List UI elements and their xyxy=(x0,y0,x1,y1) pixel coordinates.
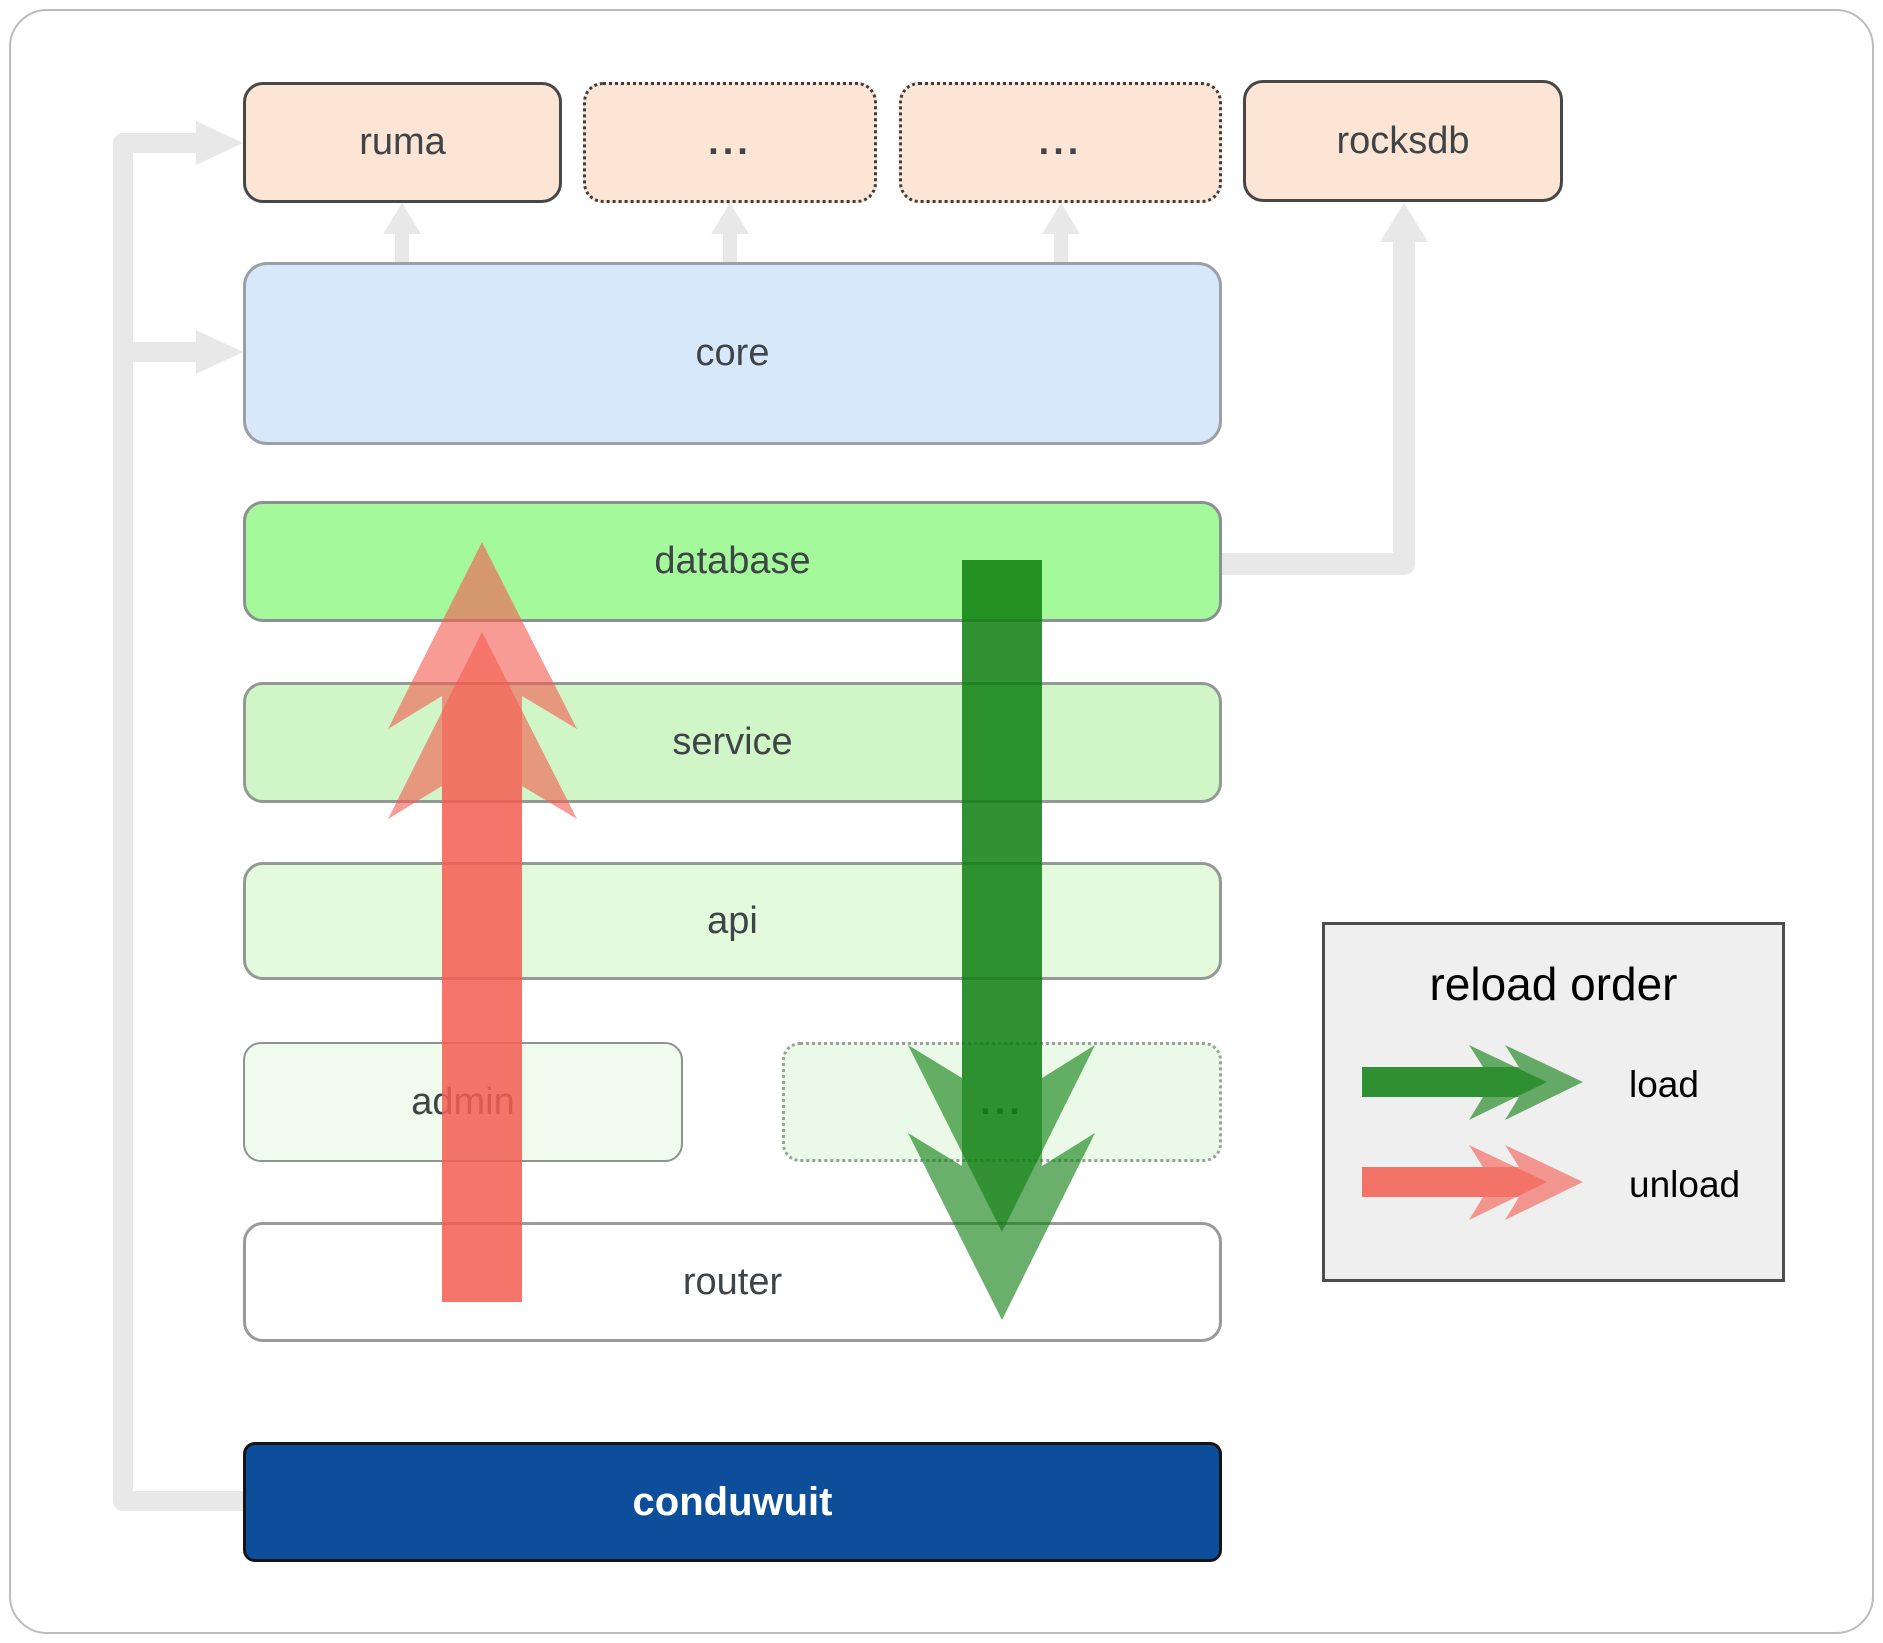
connector-database-to-rocksdb xyxy=(1222,240,1415,575)
legend-label-load: load xyxy=(1629,1064,1699,1105)
arrowhead-into-core xyxy=(196,330,243,374)
core-up-arrow-stem xyxy=(1054,231,1068,262)
node-admin: admin xyxy=(243,1042,683,1162)
node-core: core xyxy=(243,262,1222,445)
node-rocksdb: rocksdb xyxy=(1243,80,1563,202)
node-label: ruma xyxy=(359,121,446,163)
node-label: conduwuit xyxy=(632,1479,833,1524)
arrowhead-into-rocksdb xyxy=(1380,203,1428,242)
node-label: core xyxy=(695,332,770,374)
node-label: router xyxy=(682,1260,783,1303)
node-extra-service: ... xyxy=(782,1042,1222,1162)
node-label: service xyxy=(672,721,793,763)
core-up-arrowhead xyxy=(711,203,749,234)
core-up-arrow-stem xyxy=(723,231,737,262)
node-service: service xyxy=(243,682,1222,803)
node-extra-crate-1: ... xyxy=(583,82,877,203)
node-extra-crate-2: ... xyxy=(899,82,1222,203)
connector-conduwuit-to-ruma xyxy=(113,133,243,1511)
node-api: api xyxy=(243,862,1222,980)
node-label: admin xyxy=(411,1080,515,1123)
core-up-arrow-stem xyxy=(395,231,409,262)
node-label: database xyxy=(654,540,811,582)
node-label: ... xyxy=(708,121,752,163)
node-label: api xyxy=(707,899,758,942)
node-database: database xyxy=(243,501,1222,622)
core-up-arrowhead xyxy=(1042,203,1080,234)
node-label: rocksdb xyxy=(1336,119,1470,162)
node-ruma: ruma xyxy=(243,82,562,203)
legend-title: reload order xyxy=(1429,958,1678,1010)
core-up-arrowhead xyxy=(383,203,421,234)
node-router: router xyxy=(243,1222,1222,1342)
legend-box: reload order load unload xyxy=(1322,922,1785,1282)
arrowhead-into-ruma xyxy=(196,121,243,165)
node-label: ... xyxy=(1038,121,1083,163)
node-label: ... xyxy=(980,1080,1024,1123)
node-conduwuit: conduwuit xyxy=(243,1442,1222,1562)
legend-label-unload: unload xyxy=(1629,1164,1741,1205)
